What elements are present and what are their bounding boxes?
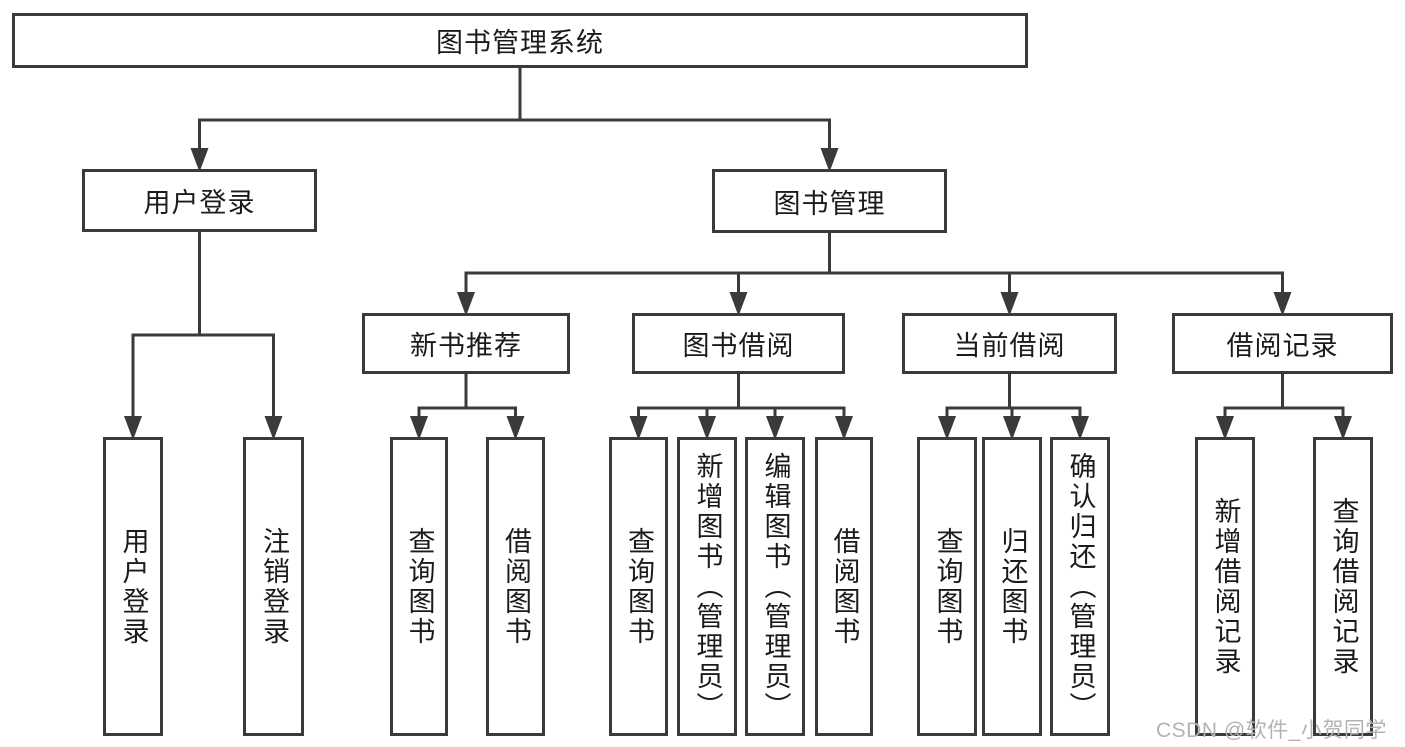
node-borrowing-records: 借阅记录 [1172, 313, 1393, 374]
leaf-label: 借阅图书 [501, 526, 531, 647]
leaf-add-books-admin: 新增图书（管理员） [677, 437, 737, 736]
leaf-label: 确认归还（管理员） [1065, 451, 1096, 722]
node-label: 当前借阅 [953, 331, 1066, 361]
leaf-query-books: 查询图书 [917, 437, 977, 736]
leaf-query-books: 查询图书 [390, 437, 448, 736]
leaf-query-borrow-record: 查询借阅记录 [1313, 437, 1373, 736]
leaf-label: 注销登录 [259, 526, 289, 647]
csdn-watermark: CSDN @软件_小贺同学 [1156, 719, 1387, 742]
node-label: 图书借阅 [682, 331, 795, 361]
node-label: 用户登录 [143, 188, 256, 218]
node-new-book-recommend: 新书推荐 [362, 313, 570, 374]
leaf-edit-books-admin: 编辑图书（管理员） [745, 437, 805, 736]
leaf-logout: 注销登录 [243, 437, 304, 736]
node-label: 新书推荐 [410, 331, 522, 361]
node-book-borrowing: 图书借阅 [632, 313, 845, 374]
leaf-query-books: 查询图书 [609, 437, 668, 736]
node-current-borrowing: 当前借阅 [902, 313, 1117, 374]
leaf-borrow-books: 借阅图书 [815, 437, 873, 736]
node-label: 借阅记录 [1226, 331, 1339, 361]
leaf-user-login: 用户登录 [103, 437, 163, 736]
leaf-label: 新增借阅记录 [1210, 496, 1241, 677]
node-label: 图书管理系统 [436, 28, 604, 58]
leaf-label: 新增图书（管理员） [692, 451, 723, 722]
node-label: 图书管理 [773, 188, 886, 219]
leaf-label: 归还图书 [997, 526, 1028, 647]
leaf-confirm-return-admin: 确认归还（管理员） [1050, 437, 1110, 736]
node-book-management: 图书管理 [712, 169, 947, 233]
leaf-label: 查询图书 [404, 526, 435, 647]
leaf-borrow-books: 借阅图书 [486, 437, 545, 736]
leaf-label: 编辑图书（管理员） [760, 451, 791, 722]
leaf-label: 借阅图书 [829, 526, 860, 647]
leaf-label: 查询图书 [932, 526, 963, 647]
node-library-management-system: 图书管理系统 [12, 13, 1028, 68]
node-user-login: 用户登录 [82, 169, 317, 232]
leaf-add-borrow-record: 新增借阅记录 [1195, 437, 1255, 736]
leaf-label: 查询图书 [624, 526, 654, 647]
leaf-return-books: 归还图书 [982, 437, 1042, 736]
leaf-label: 查询借阅记录 [1328, 496, 1359, 677]
leaf-label: 用户登录 [118, 526, 149, 647]
